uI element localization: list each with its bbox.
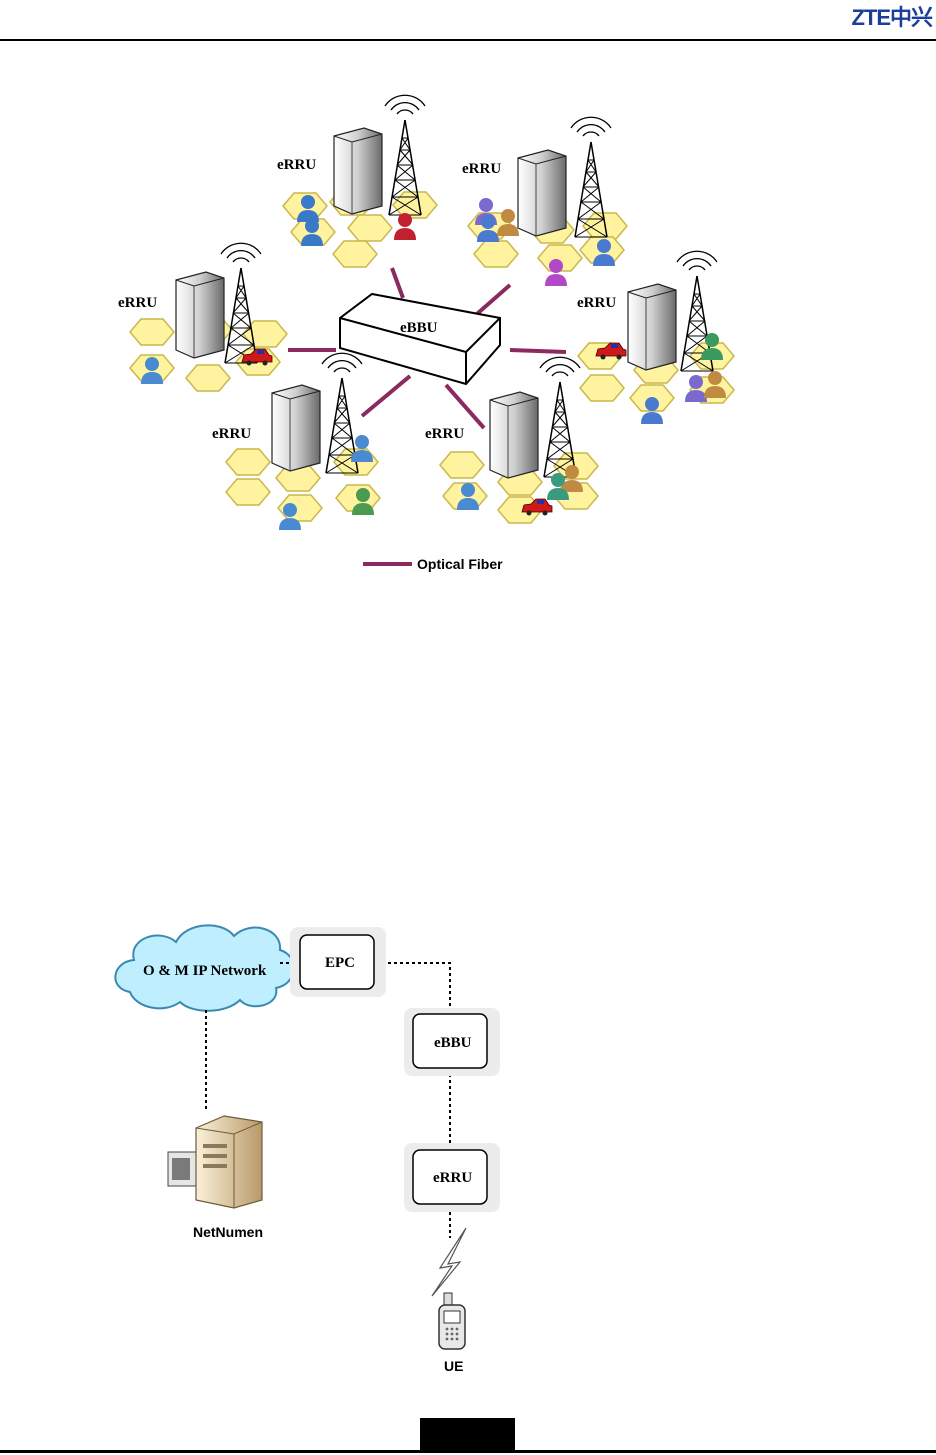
erru-label-1: eRRU — [277, 157, 316, 173]
erru-label-5: eRRU — [212, 426, 251, 442]
erru-label-3: eRRU — [118, 295, 157, 311]
rru-cluster-2 — [468, 117, 627, 286]
footer-rule — [0, 1450, 936, 1453]
rru-cluster-1 — [283, 95, 437, 267]
ebbu-node-label: eBBU — [434, 1035, 472, 1051]
rru-cluster-4 — [578, 251, 734, 424]
ue-label: UE — [444, 1358, 463, 1374]
ip-network-cloud: O & M IP Network — [115, 925, 293, 1010]
erru-label-6: eRRU — [425, 426, 464, 442]
ebbu-node: eBBU — [404, 1008, 500, 1076]
epc-node: EPC — [290, 927, 386, 997]
legend-fiber-label: Optical Fiber — [417, 556, 503, 572]
ebbu-unit — [340, 294, 500, 384]
mobile-phone-icon — [439, 1293, 465, 1349]
erru-label-2: eRRU — [462, 161, 501, 177]
netnumen-label: NetNumen — [193, 1224, 263, 1240]
network-topology-diagram: eBBU eRRU eRRU eRRU eRRU eRRU eRRU Optic… — [0, 0, 936, 600]
wireless-link-icon — [432, 1228, 466, 1296]
epc-label: EPC — [325, 955, 355, 971]
footer-page-block — [420, 1418, 515, 1452]
erru-node: eRRU — [404, 1143, 500, 1212]
ebbu-label: eBBU — [400, 320, 438, 336]
netnumen-server-icon — [168, 1116, 262, 1208]
cloud-label: O & M IP Network — [143, 963, 267, 979]
rru-cluster-3 — [130, 243, 287, 391]
erru-label-4: eRRU — [577, 295, 616, 311]
management-architecture-diagram: O & M IP Network EPC eBBU eRRU — [0, 900, 936, 1400]
erru-node-label: eRRU — [433, 1170, 472, 1186]
